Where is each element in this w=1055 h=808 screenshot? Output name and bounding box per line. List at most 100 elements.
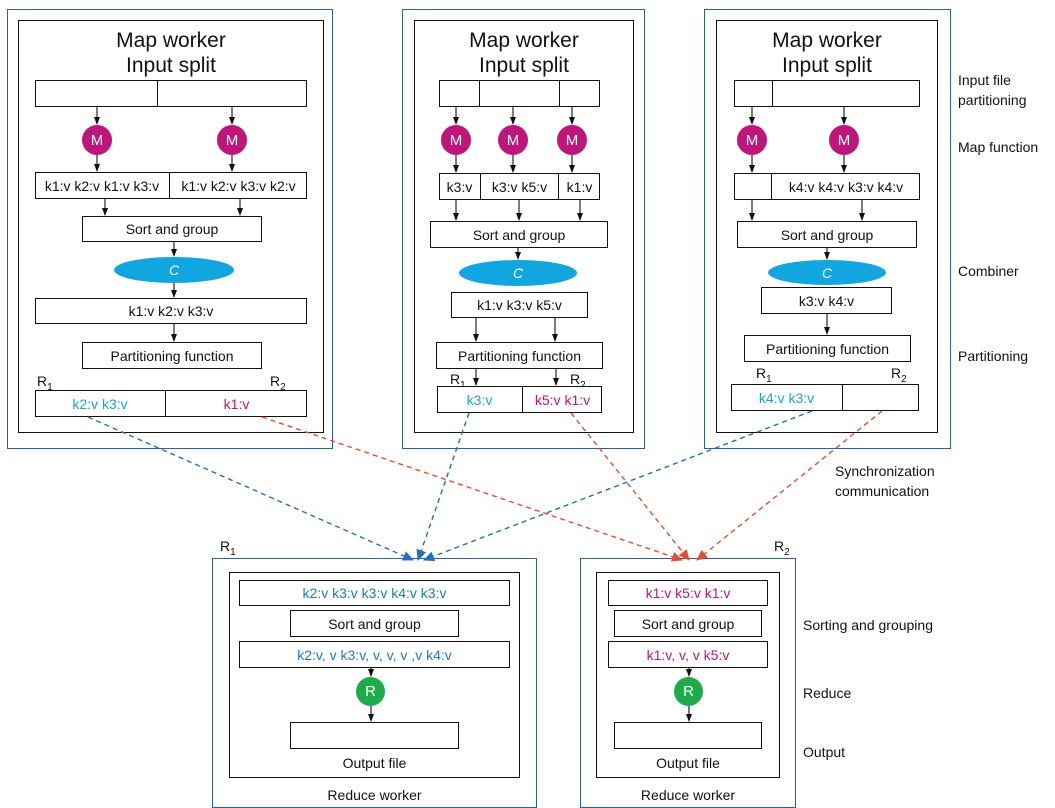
map-output-cell: k1:v bbox=[566, 178, 593, 195]
map-worker-2-frame bbox=[402, 9, 645, 449]
output-file-box bbox=[290, 722, 459, 749]
map-output-cell: k1:v k2:v k3:v k2:v bbox=[181, 177, 296, 194]
sort-group-box: Sort and group bbox=[737, 221, 917, 248]
map-output-cell: k3:v k5:v bbox=[491, 178, 548, 195]
reduce-worker-label: Reduce worker bbox=[640, 787, 736, 803]
map-function-circle: M bbox=[557, 125, 587, 155]
map-worker-2-subtitle: Input split bbox=[479, 54, 569, 77]
combiner-output-box: k1:v k3:v k5:v bbox=[451, 292, 588, 318]
reduce-input-box: k2:v k3:v k3:v k4:v k3:v bbox=[239, 580, 510, 606]
partitioning-function-box: Partitioning function bbox=[436, 342, 603, 369]
map-output-cell: k1:v k2:v k1:v k3:v bbox=[44, 177, 160, 194]
stage-input-partitioning: Input file partitioning bbox=[958, 70, 1027, 110]
cell-divider bbox=[771, 173, 773, 200]
map-function-circle: M bbox=[737, 125, 767, 155]
combiner-output-box: k1:v k2:v k3:v bbox=[35, 298, 307, 324]
partition-r1-cell: k4:v k3:v bbox=[758, 389, 815, 406]
map-output-cell: k4:v k4:v k3:v k4:v bbox=[788, 178, 904, 195]
split-divider bbox=[559, 80, 561, 107]
shuffle-arrows bbox=[87, 410, 883, 562]
map-worker-3-panel bbox=[716, 20, 938, 433]
stage-line: partitioning bbox=[958, 92, 1027, 108]
reduce-function-circle: R bbox=[674, 677, 703, 706]
combiner-ellipse: C bbox=[459, 260, 577, 286]
reduce-worker-1-panel bbox=[229, 572, 520, 778]
sort-group-box: Sort and group bbox=[82, 216, 262, 242]
map-worker-3-title: Map worker bbox=[772, 29, 882, 52]
map-worker-2-input-split bbox=[439, 80, 600, 107]
map-worker-1-frame bbox=[7, 9, 333, 449]
combiner-ellipse: C bbox=[768, 260, 886, 285]
map-function-circle: M bbox=[82, 125, 112, 155]
flow-arrows bbox=[94, 107, 865, 722]
stage-line: Synchronization bbox=[835, 463, 935, 479]
sort-group-box: Sort and group bbox=[290, 610, 459, 637]
output-file-box bbox=[614, 722, 762, 749]
map-function-circle: M bbox=[829, 125, 859, 155]
cell-divider bbox=[169, 172, 171, 199]
output-file-label: Output file bbox=[342, 755, 407, 771]
stage-output: Output bbox=[803, 744, 846, 760]
stage-line: Input file bbox=[958, 72, 1011, 88]
stage-line: communication bbox=[835, 483, 930, 499]
stage-reduce: Reduce bbox=[803, 685, 852, 701]
split-divider bbox=[157, 80, 159, 107]
map-worker-3-input-split bbox=[734, 80, 920, 107]
combiner-output-box: k3:v k4:v bbox=[761, 287, 892, 314]
cell-divider bbox=[522, 386, 524, 413]
partitioning-function-box: Partitioning function bbox=[744, 335, 911, 362]
stage-sync: Synchronization communication bbox=[835, 461, 935, 501]
split-divider bbox=[479, 80, 481, 107]
map-worker-2-panel bbox=[414, 20, 634, 433]
map-output-container bbox=[734, 173, 920, 200]
reduce-worker-label: Reduce worker bbox=[327, 787, 422, 803]
reduce-worker-2-panel bbox=[596, 572, 780, 778]
partition-container bbox=[731, 384, 919, 411]
cell-divider bbox=[165, 390, 167, 417]
map-output-container bbox=[35, 172, 307, 199]
cell-divider bbox=[558, 173, 560, 200]
partitioning-function-box: Partitioning function bbox=[82, 342, 262, 369]
map-worker-1-input-split bbox=[35, 80, 307, 107]
map-worker-1-title: Map worker bbox=[116, 29, 226, 52]
reduce-function-circle: R bbox=[356, 677, 385, 706]
partition-r1-cell: k2:v k3:v bbox=[72, 395, 128, 412]
r2-label: R2 bbox=[570, 371, 586, 391]
reduce-r2-label: R2 bbox=[774, 538, 790, 558]
partition-r1-cell: k3:v bbox=[466, 391, 493, 408]
stage-map-function: Map function bbox=[958, 139, 1039, 155]
map-function-circle: M bbox=[441, 125, 471, 155]
sort-group-box: Sort and group bbox=[430, 221, 608, 248]
stage-partitioning: Partitioning bbox=[958, 348, 1029, 364]
reduce-r1-label: R1 bbox=[220, 538, 236, 558]
cell-divider bbox=[480, 173, 482, 200]
map-worker-1-subtitle: Input split bbox=[126, 54, 216, 77]
map-worker-2-title: Map worker bbox=[469, 29, 579, 52]
r1-label: R1 bbox=[37, 373, 53, 393]
r1-label: R1 bbox=[756, 365, 772, 385]
r2-label: R2 bbox=[270, 373, 286, 393]
sort-group-box: Sort and group bbox=[614, 610, 762, 637]
output-file-label: Output file bbox=[656, 755, 720, 771]
split-divider bbox=[772, 80, 774, 107]
combiner-ellipse: C bbox=[114, 257, 234, 283]
reduce-grouped-box: k1:v, v, v k5:v bbox=[608, 641, 768, 668]
map-function-circle: M bbox=[217, 125, 247, 155]
r2-label: R2 bbox=[891, 365, 907, 385]
partition-r2-cell: k5:v k1:v bbox=[534, 391, 591, 408]
map-function-circle: M bbox=[498, 125, 528, 155]
reduce-grouped-box: k2:v, v k3:v, v, v, v ,v k4:v bbox=[239, 641, 510, 668]
r1-label: R1 bbox=[450, 371, 466, 391]
stage-sorting: Sorting and grouping bbox=[803, 617, 933, 633]
map-output-container bbox=[439, 173, 600, 200]
map-output-cell: k3:v bbox=[446, 178, 473, 195]
partition-container bbox=[35, 390, 307, 417]
reduce-input-box: k1:v k5:v k1:v bbox=[608, 580, 768, 606]
partition-r2-cell: k1:v bbox=[223, 395, 250, 412]
map-worker-3-subtitle: Input split bbox=[782, 54, 872, 77]
cell-divider bbox=[842, 384, 844, 411]
partition-container bbox=[437, 386, 602, 413]
map-worker-3-frame bbox=[704, 9, 951, 449]
map-worker-1-panel bbox=[18, 20, 324, 433]
